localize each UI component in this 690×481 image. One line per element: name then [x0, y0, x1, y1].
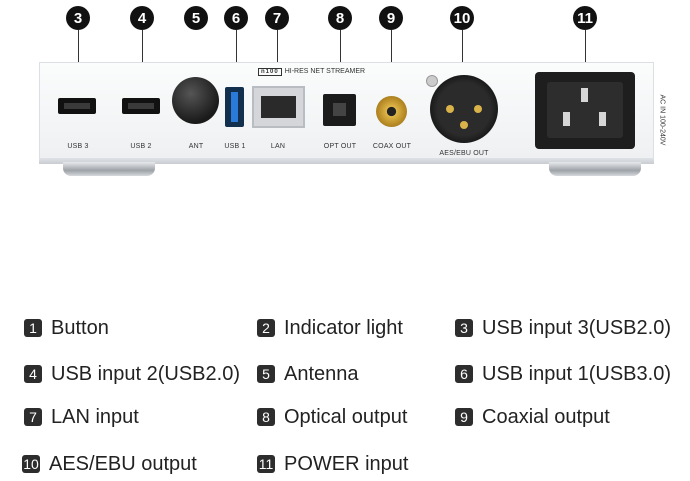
screw-icon [426, 75, 438, 87]
callout-10: 10 [450, 6, 474, 30]
legend-item: 4 USB input 2(USB2.0) [24, 362, 240, 386]
legend-item: 2 Indicator light [257, 316, 403, 340]
callout-11: 11 [573, 6, 597, 30]
leader-line [340, 30, 341, 90]
usb3-port [58, 98, 96, 114]
usb3-port-label: USB 3 [67, 143, 89, 150]
usb2-port-label: USB 2 [130, 143, 152, 150]
lan-port [252, 86, 305, 128]
legend-item: 8 Optical output [257, 405, 407, 429]
aes-ebu-port-label: AES/EBU OUT [439, 150, 489, 157]
legend-text: Indicator light [284, 316, 403, 339]
callout-5: 5 [184, 6, 208, 30]
legend-number: 2 [257, 319, 275, 337]
legend-text: AES/EBU output [49, 452, 197, 475]
leader-line [277, 30, 278, 88]
legend-text: POWER input [284, 452, 409, 475]
optical-port [323, 94, 356, 126]
leader-line [462, 30, 463, 76]
callout-3: 3 [66, 6, 90, 30]
legend-number: 3 [455, 319, 473, 337]
legend-text: Antenna [284, 362, 359, 385]
legend-text: USB input 3(USB2.0) [482, 316, 671, 339]
aes-ebu-connector [430, 75, 498, 143]
legend-number: 4 [24, 365, 42, 383]
legend-number: 9 [455, 408, 473, 426]
usb1-port-label: USB 1 [224, 143, 246, 150]
device-foot-left [63, 162, 155, 176]
legend-item: 3 USB input 3(USB2.0) [455, 316, 671, 340]
legend-item: 1 Button [24, 316, 109, 340]
legend-item: 9 Coaxial output [455, 405, 610, 429]
legend-item: 11 POWER input [257, 452, 408, 476]
power-inlet [535, 72, 635, 149]
legend-number: 8 [257, 408, 275, 426]
device-foot-right [549, 162, 641, 176]
leader-line [236, 30, 237, 87]
legend-number: 11 [257, 455, 275, 473]
usb2-port [122, 98, 160, 114]
legend-text: USB input 2(USB2.0) [51, 362, 240, 385]
legend-text: Coaxial output [482, 405, 610, 428]
legend-number: 7 [24, 408, 42, 426]
legend-item: 7 LAN input [24, 405, 139, 429]
callout-7: 7 [265, 6, 289, 30]
callout-8: 8 [328, 6, 352, 30]
legend-number: 1 [24, 319, 42, 337]
brand-logo-icon: n100 [258, 68, 282, 76]
legend-text: LAN input [51, 405, 139, 428]
legend-item: 6 USB input 1(USB3.0) [455, 362, 671, 386]
leader-line [78, 30, 79, 90]
legend-item: 5 Antenna [257, 362, 359, 386]
coaxial-port [376, 96, 407, 127]
callout-6: 6 [224, 6, 248, 30]
coax-port-label: COAX OUT [372, 143, 412, 150]
opt-port-label: OPT OUT [323, 143, 357, 150]
lan-port-label: LAN [270, 143, 286, 150]
ac-input-label: AC IN 100-240V [658, 94, 666, 146]
leader-line [142, 30, 143, 90]
legend-text: Button [51, 316, 109, 339]
legend-text: Optical output [284, 405, 408, 428]
antenna-connector [172, 77, 219, 124]
legend-number: 5 [257, 365, 275, 383]
usb1-port [225, 87, 244, 127]
leader-line [391, 30, 392, 92]
callout-4: 4 [130, 6, 154, 30]
legend-text: USB input 1(USB3.0) [482, 362, 671, 385]
ant-port-label: ANT [188, 143, 204, 150]
brand-text: HI-RES NET STREAMER [284, 68, 366, 75]
legend-number: 6 [455, 365, 473, 383]
legend-number: 10 [22, 455, 40, 473]
legend-item: 10 AES/EBU output [22, 452, 197, 476]
device-base [39, 158, 654, 164]
callout-9: 9 [379, 6, 403, 30]
